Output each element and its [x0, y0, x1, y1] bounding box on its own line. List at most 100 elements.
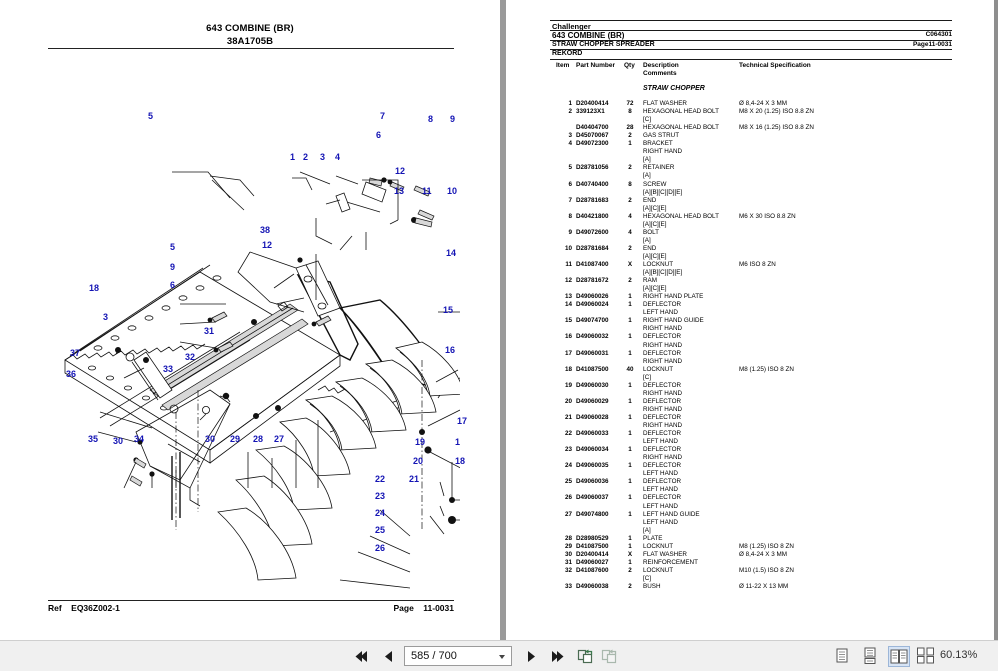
callout-number: 6	[376, 130, 382, 140]
table-row-continuation: LEFT HAND	[506, 309, 994, 317]
gas-strut	[125, 351, 179, 414]
cell-description: END	[643, 244, 657, 252]
two-page-view-button[interactable]	[888, 646, 910, 667]
cell-qty: 8	[628, 180, 632, 188]
left-page-model: 643 COMBINE (BR)	[206, 23, 294, 34]
cell-description: HEXAGONAL HEAD BOLT	[643, 108, 719, 116]
single-page-view-button[interactable]	[832, 646, 854, 667]
cell-part-number: D45070067	[576, 132, 609, 140]
callout-number: 26	[375, 543, 386, 553]
cell-item: 15	[564, 317, 572, 325]
cell-description: [A]	[643, 526, 651, 534]
cell-qty: 1	[628, 558, 632, 566]
callout-number: 19	[415, 437, 426, 447]
two-page-continuous-view-button[interactable]	[916, 646, 938, 667]
callout-number: 31	[204, 326, 215, 336]
cell-part-number: D28980529	[576, 534, 609, 542]
first-page-button[interactable]	[354, 647, 373, 666]
callout-number: 21	[409, 474, 420, 484]
parts-group-title: STRAW CHOPPER	[643, 85, 705, 92]
page-left-diagram[interactable]: 643 COMBINE (BR) 38A1705B	[0, 0, 500, 640]
go-forward-history-button[interactable]	[600, 647, 619, 666]
cell-description: GAS STRUT	[643, 132, 680, 140]
callout-number: 30	[113, 436, 124, 446]
cell-part-number: D49072600	[576, 228, 609, 236]
cell-item: 5	[568, 164, 572, 172]
callout-number: 16	[445, 345, 456, 355]
cell-description: DEFLECTOR	[643, 494, 682, 502]
table-row-continuation: RIGHT HAND	[506, 454, 994, 462]
page-right-parts-list[interactable]: Challenger 643 COMBINE (BR) C064301 STRA…	[506, 0, 994, 640]
cell-technical-specification: M10 (1.5) ISO 8 ZN	[739, 566, 794, 574]
cell-technical-specification: M8 X 20 (1.25) ISO 8.8 ZN	[739, 108, 814, 116]
right-page-code: C064301	[925, 31, 952, 38]
left-page-drawing-number: 38A1705B	[226, 36, 274, 47]
last-page-button[interactable]	[548, 647, 567, 666]
cell-description: LOCKNUT	[643, 261, 674, 268]
table-row-continuation: LEFT HAND	[506, 519, 994, 527]
cell-part-number: D28781672	[576, 277, 609, 285]
cell-description: LOCKNUT	[643, 542, 674, 550]
cell-item: 22	[564, 430, 572, 438]
cell-description: RIGHT HAND	[643, 341, 683, 349]
column-header-technical-specification: Technical Specification	[739, 62, 811, 69]
cell-item: 27	[564, 510, 572, 518]
cell-description: [A]	[643, 236, 651, 244]
cell-description: [A][C][E]	[643, 252, 667, 260]
cell-item: 30	[564, 550, 572, 558]
cell-description: [A][B][C][D][E]	[643, 188, 683, 196]
cell-item: 28	[564, 534, 572, 542]
chevron-down-icon[interactable]	[499, 655, 505, 659]
table-row-continuation: [A][C][E]	[506, 253, 994, 261]
exploded-parts-drawing	[64, 171, 460, 589]
cell-item: 9	[568, 228, 572, 236]
cell-qty: 1	[628, 381, 632, 389]
go-back-history-button[interactable]	[576, 647, 595, 666]
cell-part-number: D49060028	[576, 413, 609, 421]
cell-item: 26	[564, 494, 572, 502]
cell-qty: 1	[628, 140, 632, 148]
cell-description: [C]	[643, 116, 652, 124]
cell-qty: 1	[628, 478, 632, 486]
cell-part-number: D41087500	[576, 542, 609, 550]
cell-description: RIGHT HAND GUIDE	[643, 317, 704, 325]
cell-description: RIGHT HAND PLATE	[643, 293, 704, 301]
page-number-input[interactable]: 585 / 700	[404, 646, 512, 666]
cell-description: DEFLECTOR	[643, 381, 682, 389]
previous-page-button[interactable]	[380, 647, 399, 666]
table-row-continuation: RIGHT HAND	[506, 342, 994, 350]
cell-item: 24	[564, 462, 572, 470]
cell-description: REINFORCEMENT	[643, 558, 698, 566]
cell-technical-specification: M8 (1.25) ISO 8 ZN	[739, 365, 794, 373]
right-page-sub-brand: REKORD	[552, 50, 583, 57]
footer-page-label: Page	[393, 603, 414, 613]
next-page-button[interactable]	[522, 647, 541, 666]
cell-qty: 1	[628, 534, 632, 542]
cell-description: RIGHT HAND	[643, 357, 683, 365]
cell-technical-specification: M8 X 16 (1.25) ISO 8.8 ZN	[739, 124, 814, 132]
document-viewport[interactable]: 643 COMBINE (BR) 38A1705B	[0, 0, 998, 640]
cell-qty: 2	[628, 583, 632, 590]
cell-description: [C]	[643, 574, 652, 582]
cell-part-number: D49060032	[576, 333, 609, 341]
cell-description: SCREW	[643, 180, 667, 188]
cell-item: 33	[564, 583, 572, 590]
cell-description: DEFLECTOR	[643, 413, 682, 421]
callout-number: 29	[230, 434, 241, 444]
cell-qty: 1	[628, 494, 632, 502]
zoom-level-label[interactable]: 60.13%	[940, 649, 978, 661]
continuous-view-button[interactable]	[860, 646, 882, 667]
